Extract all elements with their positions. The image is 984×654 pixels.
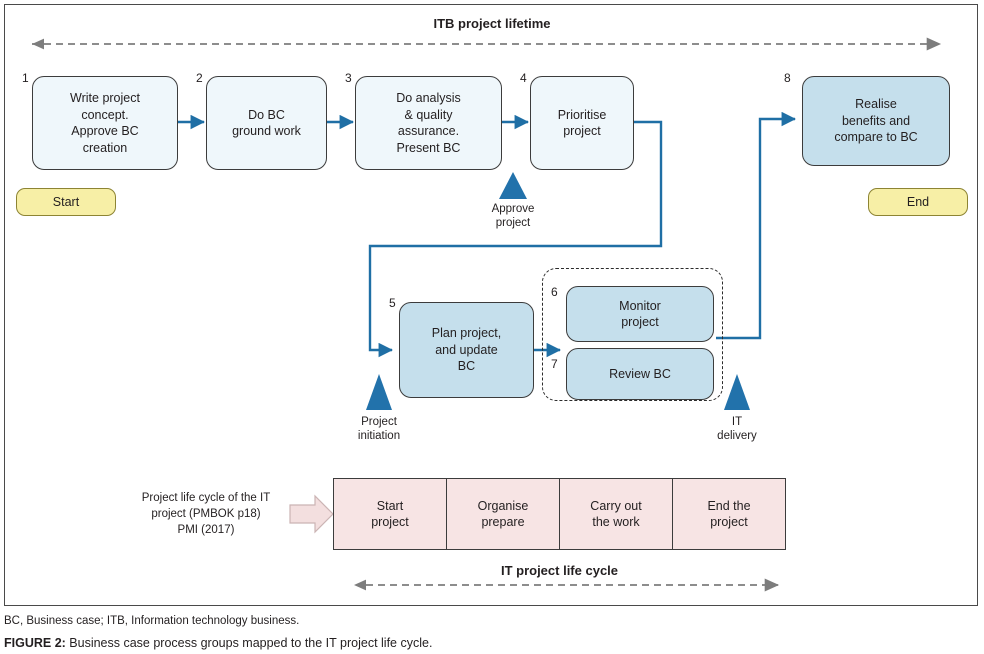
lifecycle-stage-4[interactable]: End the project [707, 498, 751, 529]
node-number-1: 1 [22, 71, 29, 85]
lifecycle-stage-1[interactable]: Start project [334, 479, 447, 549]
lifecycle-strip: Start project Organise prepare Carry out… [333, 478, 786, 550]
process-node-3-label: Do analysis & quality assurance. Present… [396, 91, 461, 155]
process-node-3[interactable]: Do analysis & quality assurance. Present… [355, 76, 502, 170]
start-terminator-label: Start [52, 195, 80, 209]
figure-caption: FIGURE 2: Business case process groups m… [4, 636, 432, 650]
milestone-label-project-initiation: Project initiation [357, 416, 401, 443]
monitor-review-group [542, 268, 723, 401]
process-node-8-label: Realise benefits and compare to BC [834, 97, 918, 145]
process-node-1-label: Write project concept. Approve BC creati… [70, 91, 140, 155]
top-band-title: ITB project lifetime [433, 16, 551, 31]
process-node-7[interactable]: Review BC [566, 348, 714, 400]
process-node-8[interactable]: Realise benefits and compare to BC [802, 76, 950, 166]
lifecycle-stage-3[interactable]: Carry out the work [560, 479, 673, 549]
process-node-5-label: Plan project, and update BC [431, 326, 502, 374]
end-terminator-label: End [906, 195, 930, 209]
process-node-2[interactable]: Do BC ground work [206, 76, 327, 170]
lifecycle-source-note: Project life cycle of the IT project (PM… [141, 492, 271, 536]
figure-caption-prefix: FIGURE 2: [4, 636, 66, 650]
process-node-4-label: Prioritise project [557, 107, 607, 139]
node-number-7: 7 [551, 357, 558, 371]
process-node-7-label: Review BC [609, 366, 671, 381]
start-terminator[interactable]: Start [16, 188, 116, 216]
abbreviation-footnote: BC, Business case; ITB, Information tech… [4, 615, 300, 627]
figure-caption-text: Business case process groups mapped to t… [65, 636, 433, 650]
node-number-4: 4 [520, 71, 527, 85]
node-number-2: 2 [196, 71, 203, 85]
bottom-band-title: IT project life cycle [500, 563, 619, 578]
lifecycle-stage-2[interactable]: Organise prepare [447, 479, 560, 549]
process-node-4[interactable]: Prioritise project [530, 76, 634, 170]
milestone-label-approve-project: Approve project [491, 203, 535, 230]
milestone-label-it-delivery: IT delivery [717, 416, 757, 443]
node-number-3: 3 [345, 71, 352, 85]
process-node-5[interactable]: Plan project, and update BC [399, 302, 534, 398]
process-node-6[interactable]: Monitor project [566, 286, 714, 342]
node-number-8: 8 [784, 71, 791, 85]
end-terminator[interactable]: End [868, 188, 968, 216]
process-node-1[interactable]: Write project concept. Approve BC creati… [32, 76, 178, 170]
node-number-5: 5 [389, 296, 396, 310]
process-node-6-label: Monitor project [619, 298, 661, 330]
node-number-6: 6 [551, 285, 558, 299]
process-node-2-label: Do BC ground work [232, 107, 301, 139]
